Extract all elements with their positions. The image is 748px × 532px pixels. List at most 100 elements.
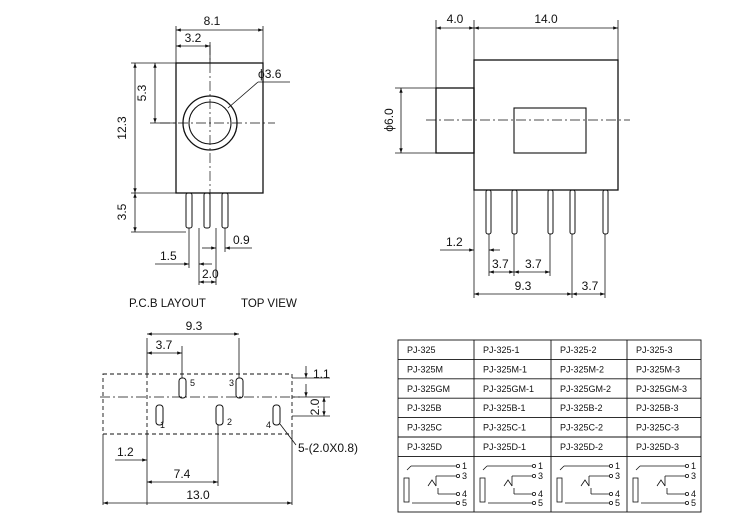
model-cell: PJ-325GM (407, 384, 450, 394)
hole-leader (227, 81, 259, 109)
model-cell: PJ-325D-2 (560, 442, 603, 452)
schematic-switch (580, 479, 590, 487)
model-cell: PJ-325GM-1 (483, 384, 534, 394)
schematic-pin-label: 4 (538, 489, 543, 499)
front-view (131, 26, 290, 285)
dim-front-hole-dia: ϕ3.6 (258, 67, 282, 81)
side-pin-5 (602, 189, 609, 235)
schematic-pin-label: 3 (462, 471, 467, 481)
model-cell: PJ-325-2 (560, 345, 597, 355)
schematic-contact (635, 465, 641, 471)
front-view-labels: 8.1 3.2 5.3 12.3 3.5 ϕ3.6 1.5 2.0 0.9 (115, 14, 282, 281)
schematic-pin-label: 4 (691, 489, 696, 499)
schematic-pin-label: 5 (691, 498, 696, 508)
model-cell: PJ-325B (407, 403, 442, 413)
schematic-pin-label: 4 (462, 489, 467, 499)
schematic-pin-label: 3 (691, 471, 696, 481)
model-cell: PJ-325B-3 (636, 403, 679, 413)
schematic-terminal-dot (532, 473, 537, 478)
schematic-pin-label: 5 (538, 498, 543, 508)
model-cell: PJ-325C (407, 423, 443, 433)
dim-front-height: 12.3 (115, 116, 129, 140)
schematic-terminal-dot (455, 463, 460, 468)
side-body (473, 59, 619, 191)
front-pin-1 (185, 192, 193, 229)
jack-hole-outer (182, 95, 238, 151)
dim-pcb-edge: 1.2 (117, 445, 134, 459)
model-cell: PJ-325-1 (483, 345, 520, 355)
dim-side-sleeve-length: 4.0 (447, 12, 464, 26)
pcb-pad-3 (235, 377, 244, 399)
dim-pcb-span: 9.3 (186, 319, 203, 333)
dim-pcb-pitch: 3.7 (156, 338, 173, 352)
schematic-switch (503, 479, 513, 487)
dim-front-pin-spacing: 1.5 (160, 249, 177, 263)
dim-pcb-total: 13.0 (186, 488, 210, 502)
dim-side-edge: 1.2 (446, 235, 463, 249)
pcb-pad-label-2: 2 (227, 417, 232, 427)
table-border (397, 339, 702, 513)
schematic-jack-body (556, 477, 563, 503)
dim-front-pin-length: 3.5 (115, 203, 129, 220)
dim-side-pitch-b: 3.7 (525, 257, 542, 271)
schematic-pin-label: 5 (462, 498, 467, 508)
dim-pcb-hole-pitch: 7.4 (174, 467, 191, 481)
dim-front-offset: 3.2 (185, 31, 202, 45)
schematic-pin-label: 3 (615, 471, 620, 481)
model-cell: PJ-325M-2 (560, 364, 604, 374)
dim-pcb-row-offset: 1.1 (313, 367, 330, 381)
schematic-terminal-dot (609, 491, 614, 496)
pcb-pad-label-4: 4 (266, 420, 271, 430)
pcb-captions: P.C.B LAYOUT TOP VIEW (129, 298, 297, 310)
dim-front-pin-width: 0.9 (233, 233, 250, 247)
schematic-terminal-dot (532, 500, 537, 505)
schematic-contact (406, 465, 412, 471)
model-cell: PJ-325-3 (636, 345, 673, 355)
schematic-terminal-dot (685, 463, 690, 468)
dim-side-pitch-a: 3.7 (492, 257, 509, 271)
pcb-pad-4 (272, 404, 281, 426)
schematic-terminal-dot (685, 473, 690, 478)
model-cell: PJ-325D-1 (483, 442, 526, 452)
schematic-jack-body (403, 477, 410, 503)
top-view-caption: TOP VIEW (241, 298, 297, 310)
side-sleeve (435, 87, 475, 154)
side-window (513, 107, 587, 154)
dim-side-span: 9.3 (515, 279, 532, 293)
schematic-terminal-dot (455, 473, 460, 478)
side-view-labels: 4.0 14.0 ϕ6.0 1.2 3.7 3.7 9.3 3.7 (382, 12, 599, 293)
jack-hole-inner (188, 101, 232, 145)
model-cell: PJ-325M (407, 364, 443, 374)
side-pin-4 (569, 189, 576, 235)
schematic-contact (559, 465, 565, 471)
schematic-switch (427, 479, 437, 487)
schematic-pin-label: 1 (462, 461, 467, 471)
dim-front-pin-pitch: 2.0 (202, 267, 219, 281)
table-schematics (403, 463, 690, 505)
front-body-outline (175, 62, 264, 194)
pcb-pad-2 (215, 404, 224, 426)
pcb-slot-note: 5-(2.0X0.8) (298, 441, 358, 455)
dim-side-body-length: 14.0 (534, 12, 558, 26)
schematic-terminal-dot (532, 463, 537, 468)
schematic-pin-label: 3 (538, 471, 543, 481)
schematic-terminal-dot (455, 491, 460, 496)
pcb-pad-5 (178, 377, 187, 399)
schematic-terminal-dot (609, 463, 614, 468)
schematic-terminal-dot (685, 500, 690, 505)
model-cell: PJ-325B-1 (483, 403, 526, 413)
schematic-terminal-dot (609, 473, 614, 478)
schematic-jack-body (632, 477, 639, 503)
schematic-terminal-dot (685, 491, 690, 496)
pcb-pad-1 (155, 404, 164, 426)
side-view (395, 20, 630, 298)
side-pin-3 (547, 189, 554, 235)
pcb-labels: 9.3 3.7 1.1 2.0 1.2 7.4 13.0 5-(2.0X0.8)… (117, 319, 358, 502)
schematic-switch (656, 479, 666, 487)
pcb-pad-label-5: 5 (190, 378, 195, 388)
dim-pcb-row-pitch: 2.0 (308, 398, 322, 415)
dim-front-half-height: 5.3 (135, 84, 149, 101)
model-cell: PJ-325C-2 (560, 423, 603, 433)
